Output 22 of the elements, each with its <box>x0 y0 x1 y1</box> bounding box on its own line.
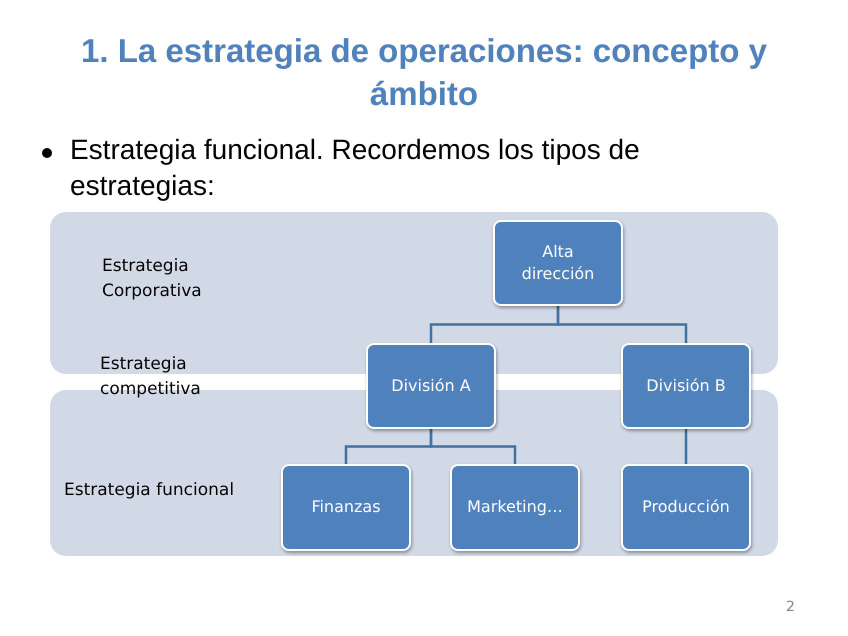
box-label: Producción <box>642 496 730 518</box>
box-label: Finanzas <box>311 496 381 518</box>
connector-line <box>430 429 516 464</box>
org-box <box>281 464 411 551</box>
slide-title: 1. La estrategia de operaciones: concepto y ámbito <box>80 31 768 114</box>
bullet-text: Estrategia funcional. Recordemos los tipos de estrategias: <box>70 133 641 204</box>
tier-label: Estrategia Corporativa <box>102 255 203 303</box>
tier-label: Estrategia competitiva <box>100 353 202 401</box>
tier-label: Estrategia funcional <box>64 479 236 502</box>
box-label: División B <box>646 374 726 397</box>
box-label: Alta dirección <box>520 240 596 285</box>
org-box <box>366 343 496 429</box>
box-label: División A <box>391 374 471 397</box>
org-box <box>621 464 751 551</box>
org-box <box>621 343 751 429</box>
connector-line <box>556 306 688 343</box>
tier-band <box>50 212 778 374</box>
connector-line <box>684 429 688 464</box>
page-number: 2 <box>786 598 796 617</box>
org-box <box>493 220 623 306</box>
org-box <box>450 464 580 551</box>
box-label: Marketing… <box>467 496 563 518</box>
